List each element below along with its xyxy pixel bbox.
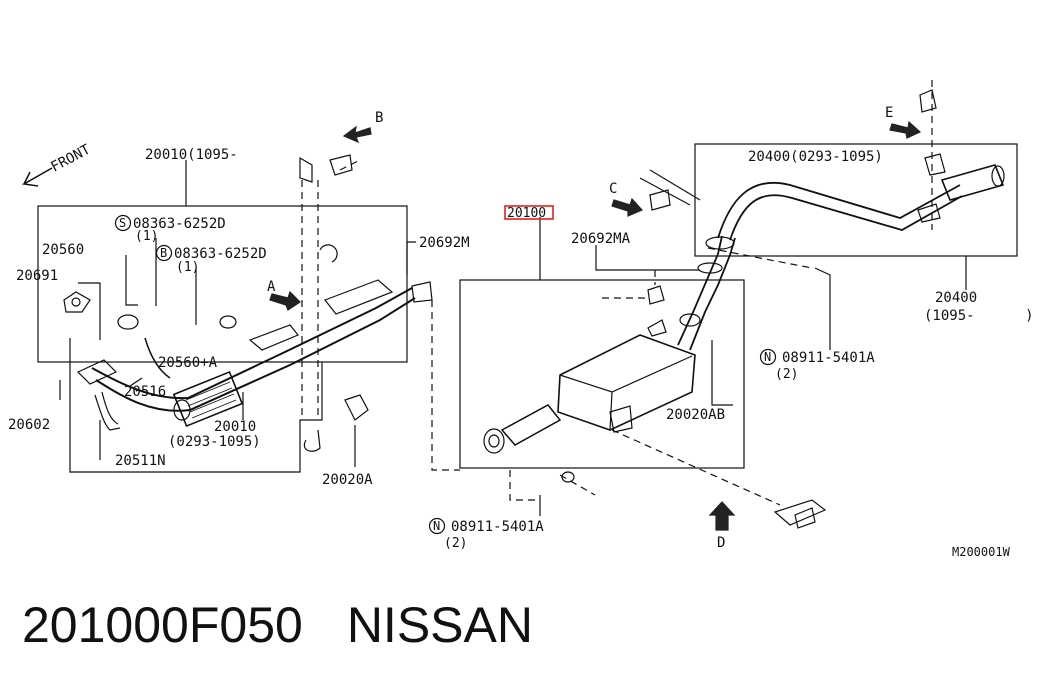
label-20602: 20602	[8, 417, 50, 433]
label-20010-top: 20010(1095-	[145, 147, 238, 163]
label-08911-bottom-qty: (2)	[444, 536, 467, 551]
circle-s-marker	[114, 214, 132, 232]
label-20691: 20691	[16, 268, 58, 284]
brand-name: NISSAN	[346, 597, 533, 653]
label-08911-right: 08911-5401A	[782, 350, 875, 366]
label-20511n: 20511N	[115, 453, 166, 469]
view-arrow-c	[611, 197, 644, 217]
circle-b-marker	[155, 244, 173, 262]
label-20516: 20516	[124, 384, 166, 400]
label-20020ab: 20020AB	[666, 407, 725, 423]
drawing-code: M200001W	[952, 545, 1011, 559]
label-20020a: 20020A	[322, 472, 373, 488]
label-08363-s: 08363-6252D	[133, 216, 226, 232]
center-muffler-box	[459, 279, 745, 469]
circle-n-marker-bottom	[428, 517, 446, 535]
view-marker-d: D	[717, 535, 725, 551]
view-marker-c: C	[609, 181, 617, 197]
label-20560: 20560	[42, 242, 84, 258]
view-arrow-d	[708, 501, 736, 531]
view-arrow-e	[889, 120, 922, 139]
circle-b-letter: B	[160, 246, 167, 260]
circle-n-letter-bottom: N	[433, 519, 440, 533]
front-label: FRONT	[48, 141, 93, 175]
label-20400-top: 20400(0293-1095)	[748, 149, 883, 165]
front-direction-arrow-icon	[21, 167, 53, 187]
label-08363-s-qty: (1)	[135, 229, 158, 244]
view-arrow-b	[342, 125, 372, 144]
highlighted-part-frame	[504, 205, 554, 220]
label-20400-right-range: (1095- )	[924, 308, 1034, 324]
label-08911-bottom: 08911-5401A	[451, 519, 544, 535]
label-08911-right-qty: (2)	[775, 367, 798, 382]
label-20692m: 20692M	[419, 235, 470, 251]
circle-n-marker-right	[759, 348, 777, 366]
circle-s-letter: S	[119, 216, 126, 230]
label-20010-bottom-range: (0293-1095)	[168, 434, 261, 450]
label-20100-highlighted: 20100	[507, 206, 546, 221]
label-20400-right: 20400	[935, 290, 977, 306]
view-marker-b: B	[375, 110, 383, 126]
label-08363-b-qty: (1)	[176, 260, 199, 275]
view-marker-a: A	[267, 279, 276, 295]
label-08363-b: 08363-6252D	[174, 246, 267, 262]
view-arrow-a	[269, 290, 301, 311]
circle-n-letter-right: N	[764, 350, 771, 364]
label-20560a: 20560+A	[158, 355, 218, 371]
part-number: 201000F050	[22, 597, 303, 653]
front-pipe-box	[37, 205, 408, 363]
part-caption: 201000F050 NISSAN	[22, 596, 533, 654]
front-pipe-box-extension	[69, 338, 323, 473]
label-20010-bottom: 20010	[214, 419, 256, 435]
label-20692ma: 20692MA	[571, 231, 631, 247]
view-marker-e: E	[885, 105, 893, 121]
tail-pipe-box	[694, 143, 1018, 257]
